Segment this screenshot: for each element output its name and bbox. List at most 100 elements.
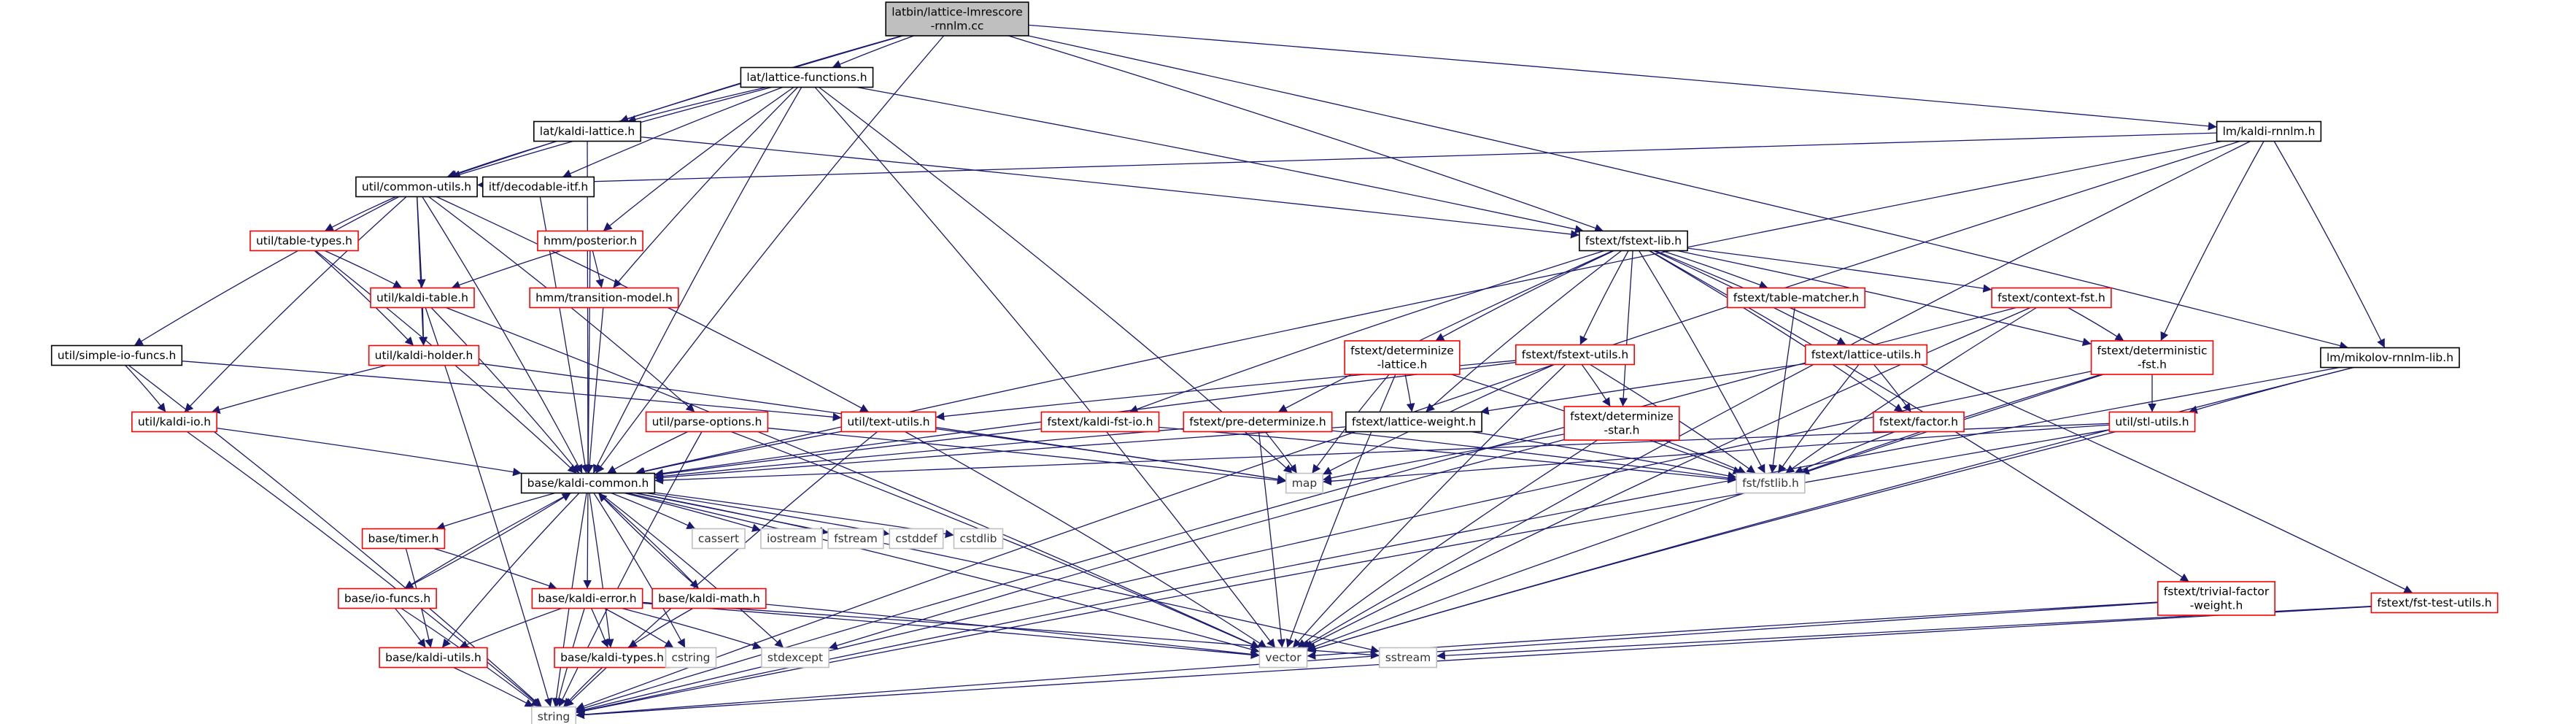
node-determinize-star[interactable]: fstext/determinize-star.h [1563, 406, 1680, 441]
edge-kaldi-fst-io-to-kaldi-common [654, 428, 1042, 479]
node-fst-test-utils[interactable]: fstext/fst-test-utils.h [2370, 592, 2499, 614]
node-pre-determinize[interactable]: fstext/pre-determinize.h [1183, 411, 1333, 433]
edge-parse-options-to-kaldi-common [606, 431, 689, 474]
edge-simple-io-funcs-to-kaldi-io [125, 365, 166, 412]
node-timer[interactable]: base/timer.h [361, 528, 446, 550]
edge-determinize-star-to-vector [1297, 439, 1598, 649]
node-kaldi-error[interactable]: base/kaldi-error.h [531, 588, 643, 609]
edge-fstext-lib-to-factor [1648, 250, 1904, 413]
edge-kaldi-common-to-cstring [593, 493, 686, 648]
node-box [1515, 344, 1636, 366]
node-kaldi-fst-io[interactable]: fstext/kaldi-fst-io.h [1040, 411, 1160, 433]
edge-fstext-lib-to-fstlib [1639, 250, 1765, 474]
node-label: hmm/posterior.h [544, 234, 637, 247]
node-lattice-functions[interactable]: lat/lattice-functions.h [740, 66, 874, 88]
edge-kaldi-error-to-kaldi-types [591, 608, 609, 648]
edge-fstext-lib-to-fstext-utils [1579, 250, 1629, 345]
node-kaldi-types[interactable]: base/kaldi-types.h [554, 647, 670, 669]
node-factor[interactable]: fstext/factor.h [1873, 411, 1965, 433]
node-stdexcept: stdexcept [761, 647, 829, 669]
edge-common-utils-to-table-types [324, 196, 397, 232]
node-label: util/kaldi-io.h [138, 415, 211, 428]
node-kaldi-table[interactable]: util/kaldi-table.h [370, 287, 475, 309]
node-box [1873, 411, 1965, 433]
edge-kaldi-lattice-to-common-utils [446, 140, 557, 179]
node-transition-model[interactable]: hmm/transition-model.h [529, 287, 679, 309]
edge-kaldi-common-to-kaldi-error [583, 493, 592, 589]
node-determinize-lattice[interactable]: fstext/determinize-lattice.h [1344, 340, 1461, 375]
edge-common-utils-to-kaldi-holder [416, 196, 428, 346]
node-kaldi-utils[interactable]: base/kaldi-utils.h [379, 647, 488, 669]
node-simple-io-funcs[interactable]: util/simple-io-funcs.h [50, 344, 183, 366]
node-label: util/kaldi-holder.h [375, 349, 473, 362]
node-cstring: cstring [665, 647, 717, 669]
node-parse-options[interactable]: util/parse-options.h [645, 411, 769, 433]
edge-kaldi-types-to-string [562, 667, 603, 707]
node-lattice-utils[interactable]: fstext/lattice-utils.h [1804, 344, 1928, 366]
node-box [355, 176, 478, 198]
node-fstext-lib[interactable]: fstext/fstext-lib.h [1579, 230, 1688, 252]
node-context-fst[interactable]: fstext/context-fst.h [1991, 287, 2112, 309]
node-root[interactable]: latbin/lattice-lmrescore-rnnlm.cc [885, 1, 1029, 36]
node-label: fstext/fstext-lib.h [1585, 234, 1682, 247]
edge-kaldi-holder-to-kaldi-io [211, 364, 387, 414]
node-box [2157, 581, 2275, 616]
edge-kaldi-common-to-vector [627, 492, 1260, 654]
node-label: stdexcept [767, 651, 823, 664]
node-box [889, 528, 944, 550]
edge-kaldi-error-to-kaldi-utils [458, 607, 562, 649]
node-posterior[interactable]: hmm/posterior.h [537, 230, 643, 252]
edge-root-to-fstext-lib [1007, 35, 1604, 233]
node-kaldi-common[interactable]: base/kaldi-common.h [520, 472, 656, 494]
node-label: -lattice.h [1377, 358, 1428, 371]
edge-common-utils-to-kaldi-common [422, 196, 583, 474]
edge-posterior-to-kaldi-table [451, 250, 562, 289]
edge-root-to-common-utils [448, 35, 904, 179]
node-cstddef: cstddef [889, 528, 944, 550]
node-label: lm/kaldi-rnnlm.h [2223, 125, 2316, 138]
node-box [131, 411, 217, 433]
edge-kaldi-utils-to-string [453, 666, 534, 708]
edge-kaldi-rnnlm-to-common-utils [477, 132, 2217, 189]
node-decodable-itf[interactable]: itf/decodable-itf.h [481, 176, 595, 198]
node-lattice-weight[interactable]: fstext/lattice-weight.h [1345, 411, 1482, 433]
edge-root-to-kaldi-common [595, 35, 945, 474]
edge-kaldi-rnnlm-to-mikolov-rnnlm-lib [2273, 141, 2386, 348]
node-table-types[interactable]: util/table-types.h [250, 230, 359, 252]
node-label: string [538, 710, 570, 723]
edge-timer-to-kaldi-error [433, 547, 557, 590]
edge-fstext-utils-to-vector [1292, 364, 1566, 648]
edge-common-utils-to-kaldi-io [184, 196, 407, 412]
node-label: iostream [767, 532, 816, 545]
node-label: base/kaldi-error.h [538, 592, 636, 605]
node-kaldi-rnnlm[interactable]: lm/kaldi-rnnlm.h [2216, 120, 2322, 142]
edge-pre-determinize-to-kaldi-common [654, 428, 1184, 481]
node-kaldi-lattice[interactable]: lat/kaldi-lattice.h [533, 120, 642, 142]
node-io-funcs[interactable]: base/io-funcs.h [338, 588, 437, 609]
nodes-layer: latbin/lattice-lmrescore-rnnlm.cc lat/lat… [50, 1, 2499, 724]
edge-fstext-lib-to-determinize-star [1619, 250, 1633, 407]
node-deterministic-fst[interactable]: fstext/deterministic-fst.h [2090, 340, 2214, 375]
edge-root-to-mikolov-rnnlm-lib [1028, 35, 2349, 350]
edge-fstext-lib-to-deterministic-fst [1676, 250, 2092, 347]
node-kaldi-holder[interactable]: util/kaldi-holder.h [368, 344, 480, 366]
edge-posterior-to-transition-model [592, 250, 604, 288]
node-fstext-utils[interactable]: fstext/fstext-utils.h [1515, 344, 1636, 366]
node-box [740, 66, 874, 88]
node-label: fstext/kaldi-fst-io.h [1047, 415, 1153, 428]
node-text-utils[interactable]: util/text-utils.h [840, 411, 937, 433]
edge-kaldi-common-to-io-funcs [404, 492, 571, 590]
edge-parse-options-to-vector [730, 431, 1260, 649]
edge-text-utils-to-map [935, 428, 1286, 484]
node-mikolov-rnnlm-lib[interactable]: lm/mikolov-rnnlm-lib.h [2320, 347, 2460, 369]
node-table-matcher[interactable]: fstext/table-matcher.h [1726, 287, 1866, 309]
edge-kaldi-table-to-vector [446, 307, 1260, 649]
node-common-utils[interactable]: util/common-utils.h [355, 176, 478, 198]
node-kaldi-math[interactable]: base/kaldi-math.h [651, 588, 767, 609]
node-stl-utils[interactable]: util/stl-utils.h [2108, 411, 2196, 433]
node-trivial-factor-weight[interactable]: fstext/trivial-factor-weight.h [2157, 581, 2275, 616]
node-kaldi-io[interactable]: util/kaldi-io.h [131, 411, 217, 433]
node-label: base/kaldi-common.h [527, 477, 649, 490]
edge-pre-determinize-to-vector [1258, 431, 1286, 648]
